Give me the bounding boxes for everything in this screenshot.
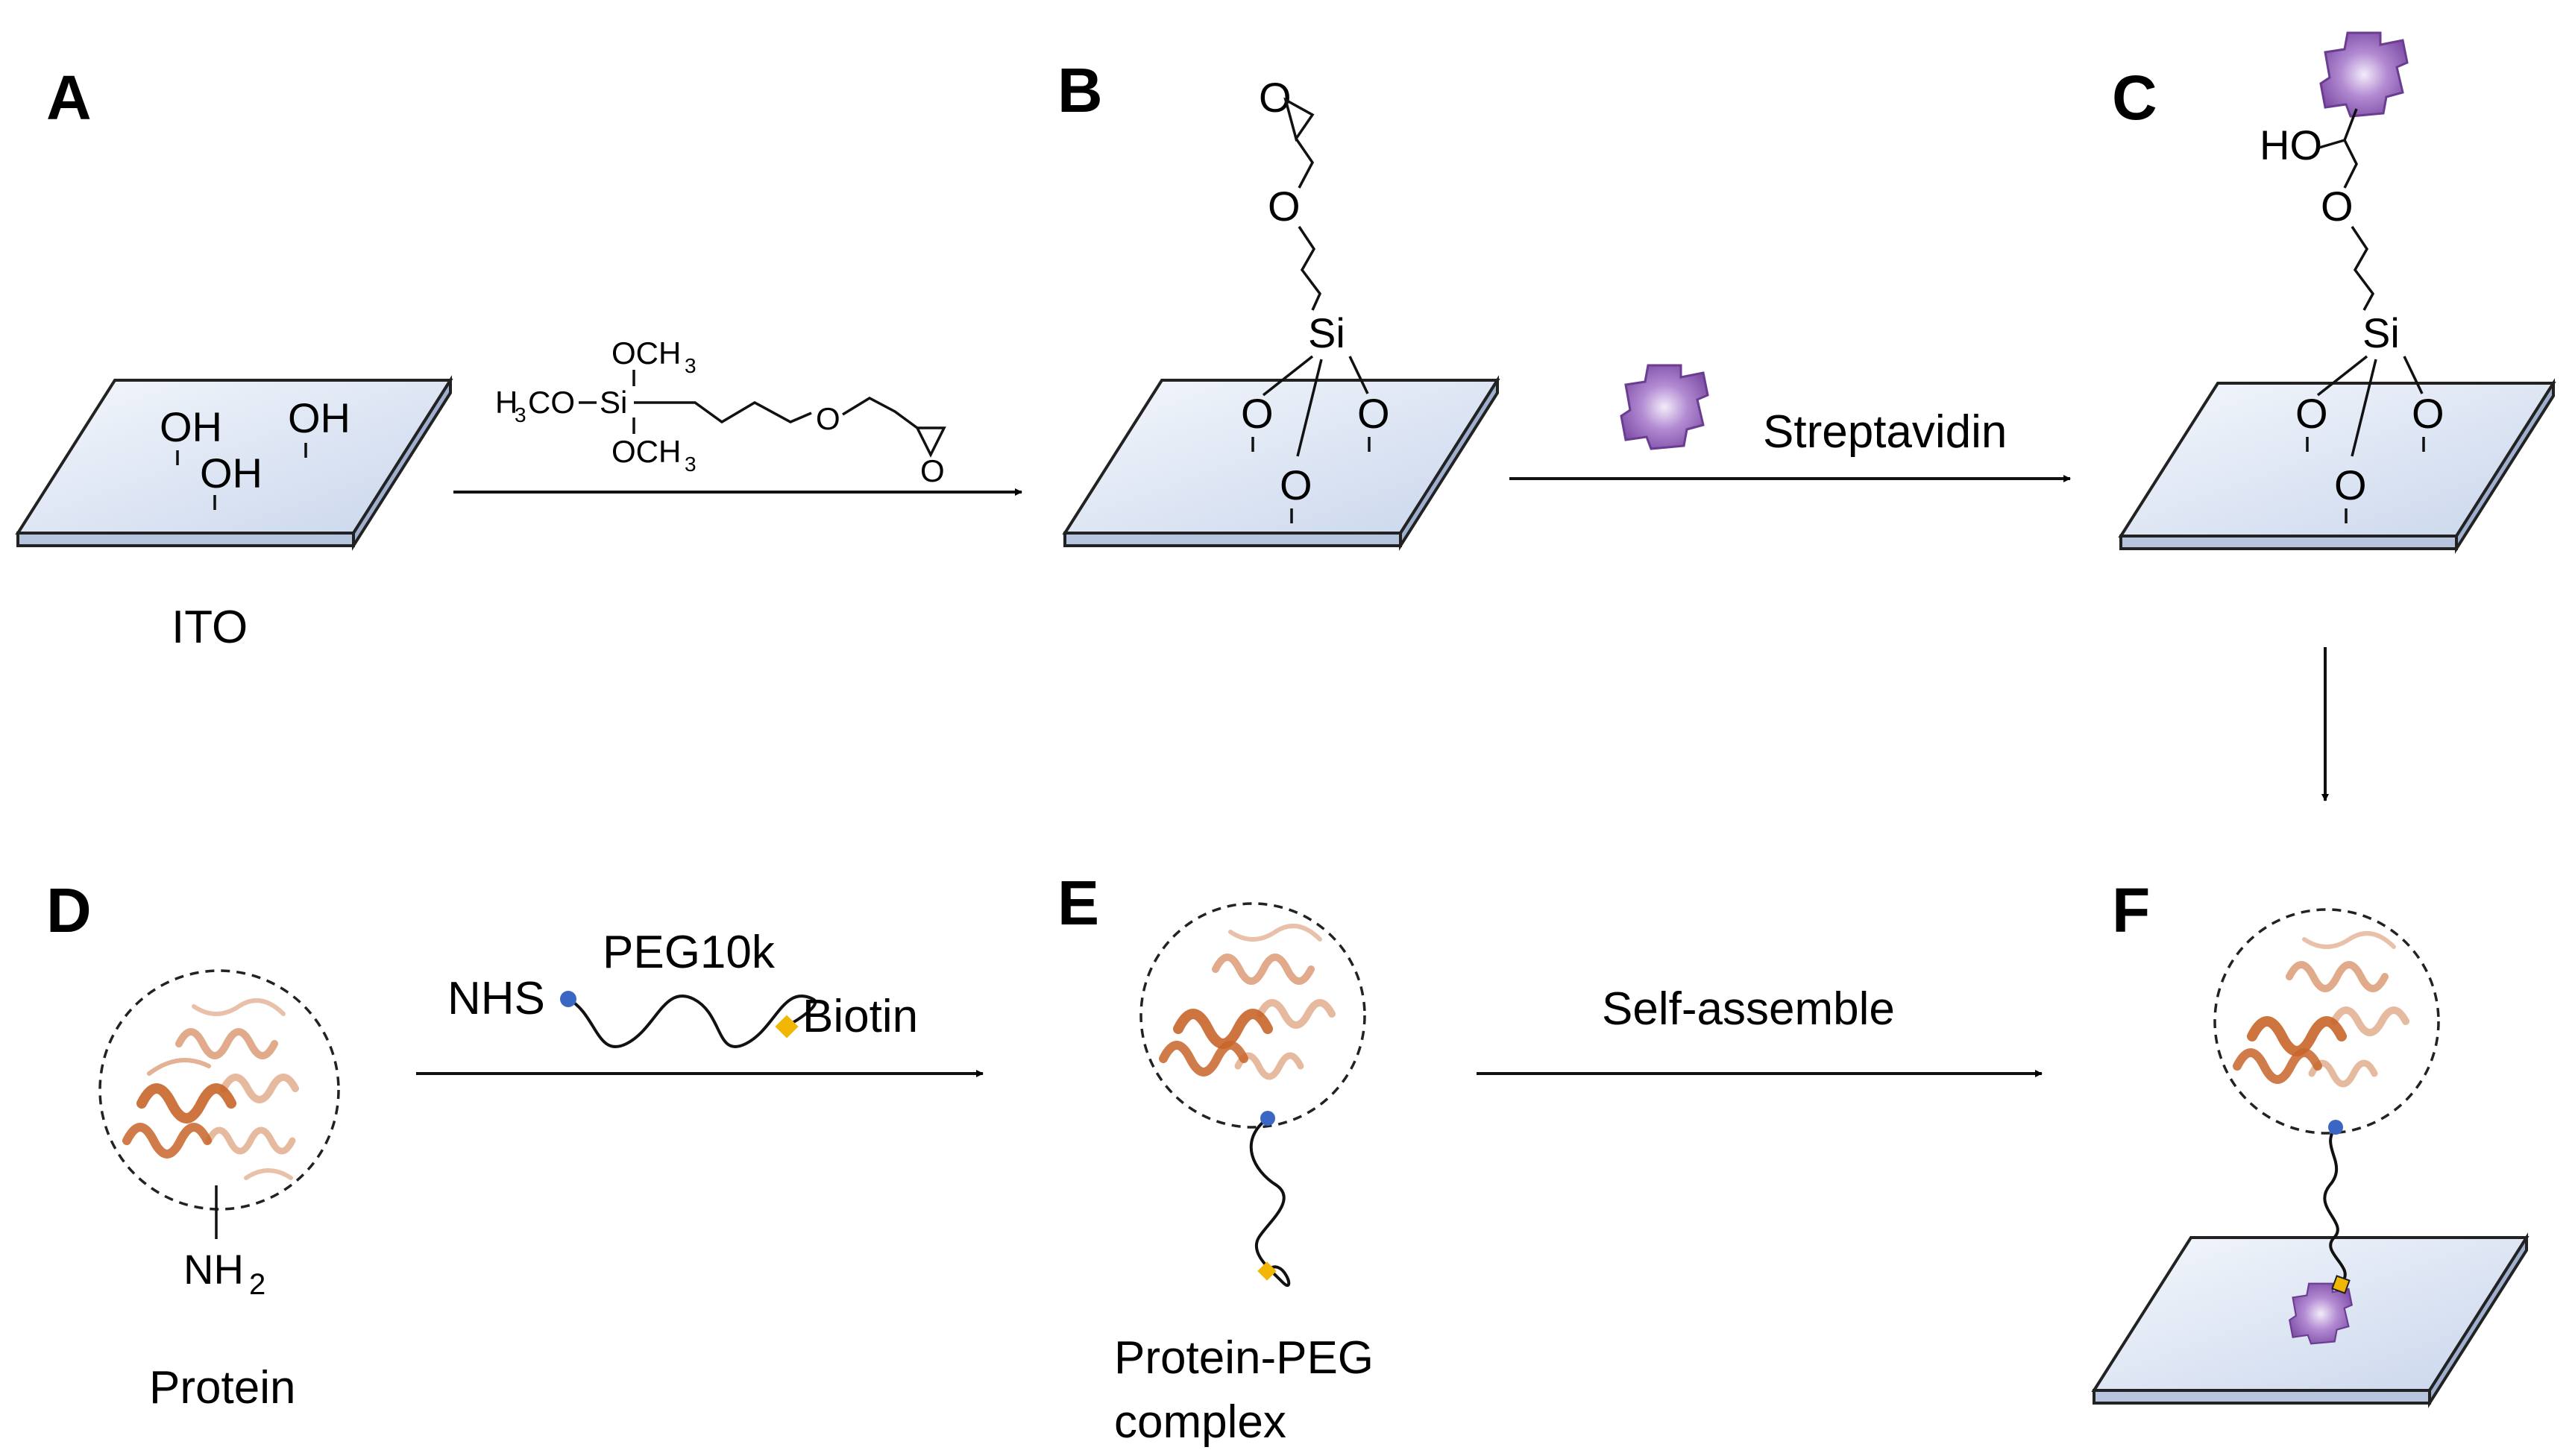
protein-label: Protein: [149, 1362, 295, 1414]
panel-label-b: B: [1057, 55, 1103, 125]
biotin-diamond: [775, 1015, 799, 1039]
svg-text:Si: Si: [600, 385, 627, 420]
biotin-diamond-e: [1257, 1261, 1277, 1281]
ito-label: ITO: [172, 602, 248, 653]
svg-text:HO: HO: [2260, 122, 2322, 168]
silane-reagent: OCH 3 H 3 CO Si OCH 3 O O: [495, 335, 946, 488]
nhs-dot-f: [2328, 1120, 2343, 1135]
svg-text:CO: CO: [528, 385, 575, 420]
svg-text:O: O: [1241, 390, 1274, 437]
biotin-bound-f: [2331, 1275, 2351, 1294]
peg-chain: [567, 995, 817, 1048]
svg-text:3: 3: [515, 403, 526, 426]
svg-text:OCH: OCH: [611, 434, 681, 469]
immobilized-streptavidin: [2319, 31, 2409, 118]
svg-text:O: O: [2321, 183, 2354, 230]
svg-text:O: O: [2412, 390, 2444, 437]
hydroxyl-groups: OH OH OH: [160, 394, 350, 510]
nhs-dot-e: [1260, 1111, 1275, 1126]
svg-text:O: O: [1268, 183, 1301, 230]
panel-label-a: A: [46, 63, 92, 133]
svg-text:O: O: [816, 401, 840, 436]
epoxy-silane-linker-c: HO O Si O O O: [2260, 108, 2444, 523]
svg-text:2: 2: [249, 1268, 265, 1301]
svg-text:O: O: [1357, 390, 1390, 437]
protein-structure-d: [98, 969, 340, 1211]
peg10k-label: PEG10k: [603, 927, 776, 978]
streptavidin-icon: [1620, 364, 1709, 450]
svg-text:O: O: [1280, 461, 1312, 508]
svg-text:H: H: [495, 385, 518, 420]
streptavidin-label: Streptavidin: [1763, 406, 2007, 458]
svg-text:Si: Si: [2362, 309, 2400, 356]
svg-text:3: 3: [685, 453, 697, 476]
svg-text:O: O: [1259, 74, 1292, 121]
panel-label-d: D: [46, 875, 92, 945]
amine-group: NH: [183, 1246, 244, 1293]
protein-structure-f: [2213, 908, 2440, 1135]
svg-text:OH: OH: [288, 394, 350, 441]
svg-text:OH: OH: [160, 403, 222, 450]
svg-text:O: O: [2334, 461, 2367, 508]
panel-label-c: C: [2112, 63, 2157, 133]
peg-tether-e: [1249, 1117, 1291, 1288]
complex-label-line2: complex: [1114, 1396, 1286, 1448]
peg-tether-f: [2323, 1126, 2347, 1284]
nhs-dot: [560, 991, 576, 1007]
protein-structure-e: [1139, 902, 1366, 1129]
panel-label-e: E: [1057, 868, 1099, 938]
svg-text:O: O: [920, 453, 945, 488]
svg-text:Si: Si: [1308, 309, 1345, 356]
epoxy-silane-linker-b: O O Si O O O: [1241, 74, 1390, 523]
svg-text:3: 3: [685, 354, 697, 377]
svg-text:O: O: [2295, 390, 2328, 437]
panel-label-f: F: [2112, 875, 2150, 945]
svg-text:OH: OH: [200, 450, 262, 497]
self-assemble-label: Self-assemble: [1602, 983, 1895, 1035]
nhs-label: NHS: [447, 973, 545, 1024]
complex-label-line1: Protein-PEG: [1114, 1332, 1374, 1384]
biotin-label: Biotin: [802, 991, 918, 1042]
svg-text:OCH: OCH: [611, 335, 681, 371]
